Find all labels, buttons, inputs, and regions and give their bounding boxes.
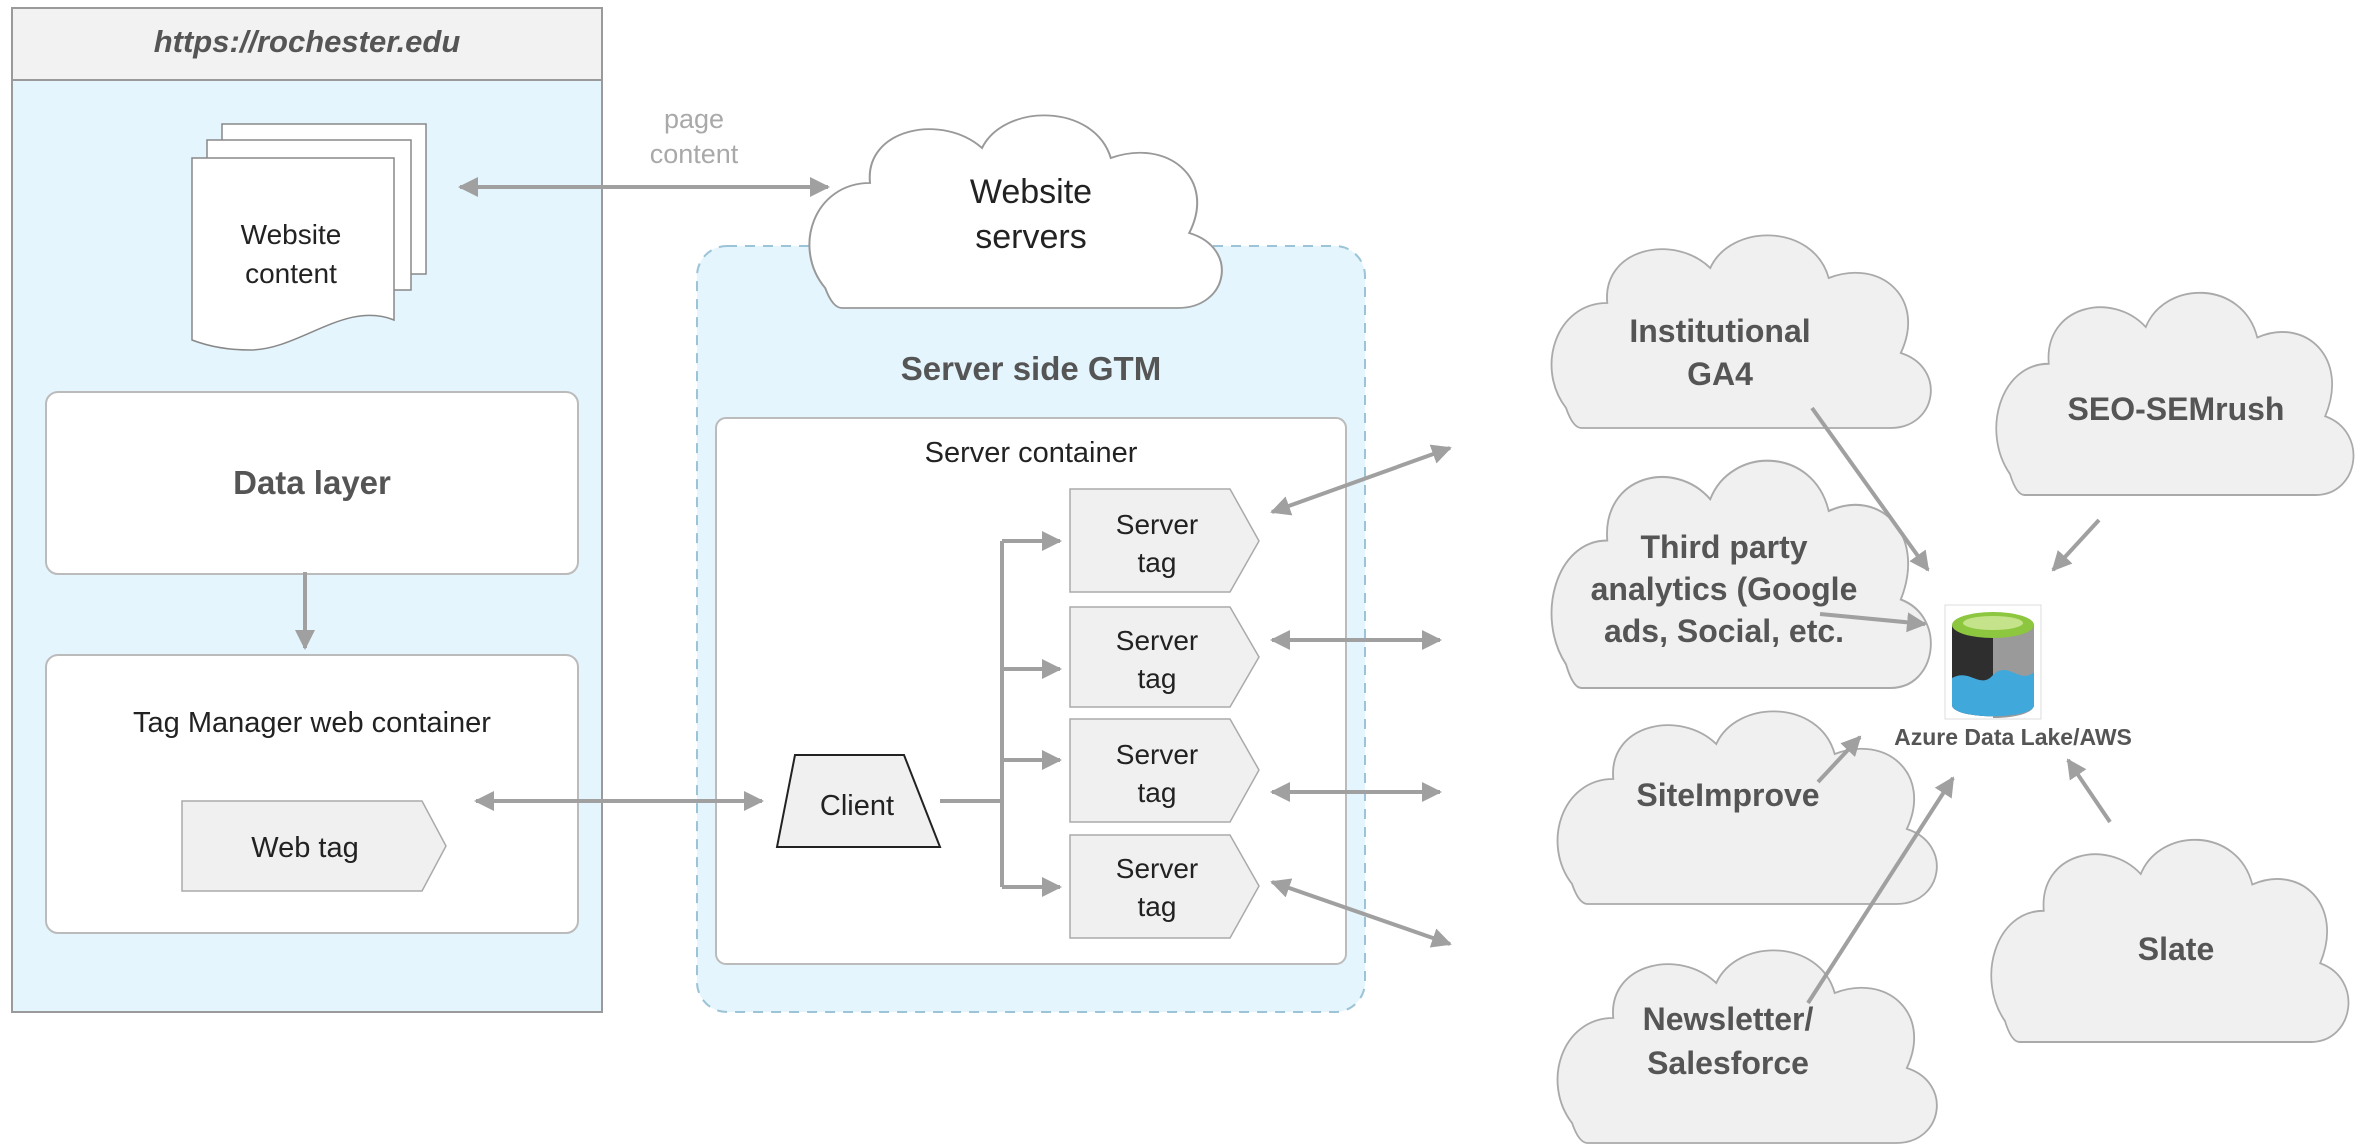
newsletter-salesforce-cloud: Newsletter/ Salesforce bbox=[1556, 949, 1938, 1144]
server-side-gtm-title: Server side GTM bbox=[901, 350, 1161, 387]
url-text: https://rochester.edu bbox=[154, 24, 461, 59]
website-content-line1: Website bbox=[241, 219, 342, 250]
newsletter-line1: Newsletter/ bbox=[1643, 1001, 1814, 1037]
website-content-line2: content bbox=[245, 258, 337, 289]
website-servers-cloud: Website servers bbox=[808, 114, 1223, 310]
page-content-label-line2: content bbox=[650, 139, 739, 169]
server-tag-4-line1: Server bbox=[1116, 853, 1198, 884]
slate-label: Slate bbox=[2138, 931, 2214, 967]
arrow-slate-lake bbox=[2066, 758, 2112, 824]
third-party-analytics-cloud: Third party analytics (Google ads, Socia… bbox=[1550, 459, 1932, 690]
data-layer-label: Data layer bbox=[233, 464, 391, 501]
siteimprove-label: SiteImprove bbox=[1636, 777, 1819, 813]
arrow-siteimprove-lake bbox=[1816, 735, 1862, 784]
server-tag-1-line1: Server bbox=[1116, 509, 1198, 540]
seo-semrush-cloud: SEO-SEMrush bbox=[1995, 291, 2355, 496]
ga4-line2: GA4 bbox=[1687, 356, 1753, 392]
data-lake-icon bbox=[1944, 604, 2042, 720]
ga4-line1: Institutional bbox=[1629, 313, 1810, 349]
third-party-line1: Third party bbox=[1640, 529, 1807, 565]
third-party-line3: ads, Social, etc. bbox=[1604, 613, 1844, 649]
server-tag-2 bbox=[1069, 606, 1260, 708]
arrow-tag4-newsletter bbox=[1270, 878, 1452, 948]
client-shape bbox=[775, 754, 942, 848]
web-container-box: Tag Manager web container Web tag bbox=[45, 654, 579, 934]
website-servers-line2: servers bbox=[975, 218, 1086, 256]
website-servers-line1: Website bbox=[970, 173, 1092, 211]
client-label: Client bbox=[820, 790, 894, 822]
arrow-seo-lake bbox=[2051, 518, 2101, 572]
newsletter-line2: Salesforce bbox=[1647, 1045, 1809, 1081]
web-container-title: Tag Manager web container bbox=[133, 707, 491, 739]
arrow-tag1-ga4 bbox=[1270, 444, 1452, 516]
siteimprove-cloud: SiteImprove bbox=[1556, 710, 1938, 905]
server-tag-3-line1: Server bbox=[1116, 739, 1198, 770]
server-tag-4 bbox=[1069, 834, 1260, 939]
server-side-gtm-panel: Server side GTM Server container Client … bbox=[696, 245, 1366, 1013]
page-content-label-line1: page bbox=[664, 104, 724, 134]
arrow-thirdparty-lake bbox=[1819, 612, 1927, 633]
server-tag-3-line2: tag bbox=[1138, 777, 1177, 808]
web-tag bbox=[181, 800, 447, 892]
server-tag-2-line1: Server bbox=[1116, 625, 1198, 656]
arrow-ga4-lake bbox=[1810, 406, 1930, 572]
server-tag-2-line2: tag bbox=[1138, 663, 1177, 694]
client-tag-connectors bbox=[940, 531, 1062, 897]
server-tag-1-line2: tag bbox=[1138, 547, 1177, 578]
web-tag-label: Web tag bbox=[251, 832, 358, 864]
third-party-line2: analytics (Google bbox=[1591, 571, 1858, 607]
server-tag-3 bbox=[1069, 718, 1260, 823]
address-bar bbox=[11, 7, 603, 81]
server-tag-1 bbox=[1069, 488, 1260, 593]
arrow-newsletter-lake bbox=[1806, 776, 1955, 1005]
data-layer-box: Data layer bbox=[45, 391, 579, 575]
server-tag-4-line2: tag bbox=[1138, 891, 1177, 922]
data-lake-label: Azure Data Lake/AWS bbox=[1894, 724, 2132, 750]
website-content-icon: Website content bbox=[191, 123, 427, 351]
connection-arrows bbox=[295, 177, 2112, 1005]
institutional-ga4-cloud: Institutional GA4 bbox=[1550, 234, 1932, 429]
seo-label: SEO-SEMrush bbox=[2068, 391, 2285, 427]
server-container-title: Server container bbox=[925, 437, 1138, 469]
slate-cloud: Slate bbox=[1990, 838, 2350, 1043]
